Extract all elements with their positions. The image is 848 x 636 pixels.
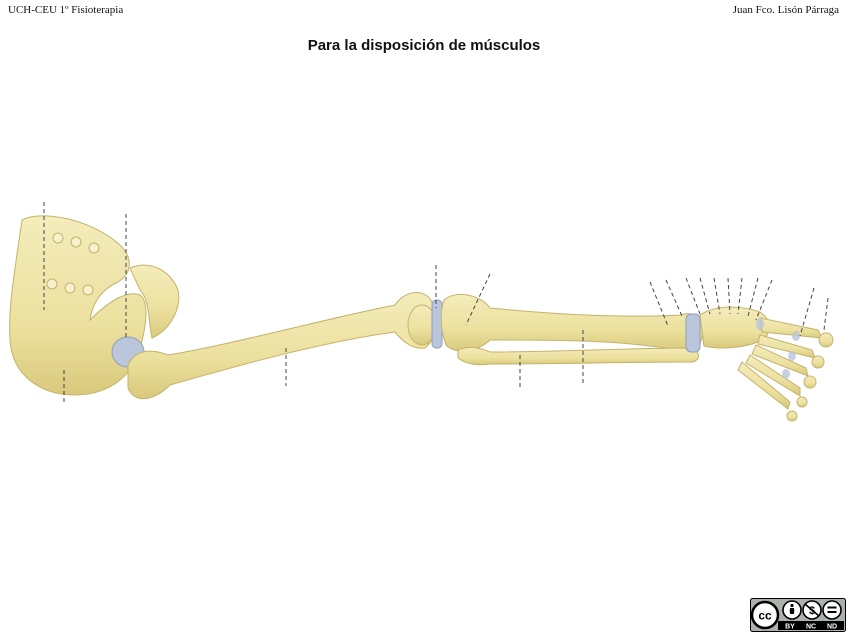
tibia-bone [440, 293, 704, 353]
nc-noncommercial-icon: $ [802, 600, 822, 620]
by-attribution-icon [782, 600, 802, 620]
license-label-nd: ND [827, 624, 837, 631]
femur-bone [127, 292, 437, 399]
license-label-by: BY [785, 624, 795, 631]
creative-commons-license-badge[interactable]: cc $ BY NC ND [750, 598, 846, 632]
lower-limb-skeleton-figure [9, 202, 834, 422]
label-leader-lines [43, 202, 829, 404]
ankle-cartilage [685, 313, 701, 353]
page-title: Para la disposición de músculos [307, 37, 541, 54]
header-course: UCH-CEU 1º Fisioterapia [8, 4, 124, 16]
foot-cartilage [756, 318, 800, 379]
nd-noderivatives-icon [822, 600, 842, 620]
header-author: Juan Fco. Lisón Párraga [732, 4, 839, 16]
license-label-nc: NC [806, 624, 816, 631]
foot-bones [699, 306, 834, 422]
creative-commons-icon: cc [750, 600, 780, 630]
fibula-bone [457, 346, 699, 366]
knee-cartilage [431, 299, 443, 349]
cc-badge-letters: cc [758, 609, 772, 623]
